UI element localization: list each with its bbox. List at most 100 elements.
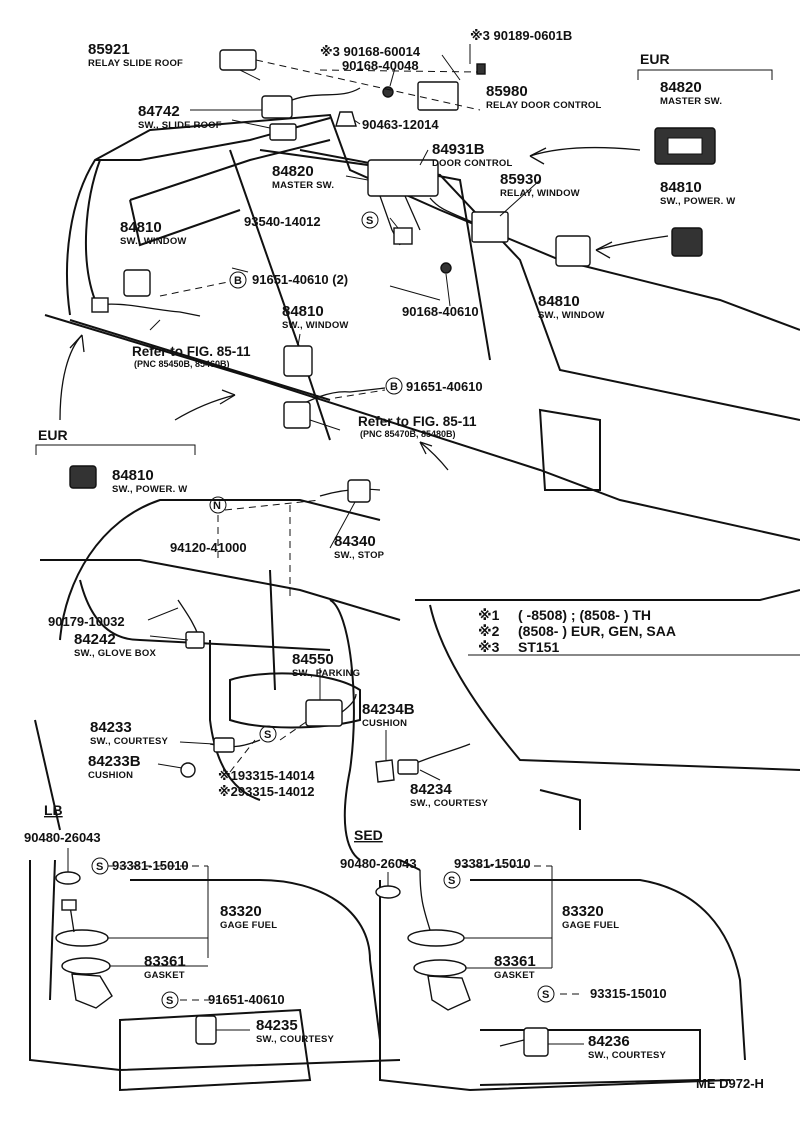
cushion-84234b-part [375, 759, 395, 783]
label-sed-84236: 84236 SW., COURTESY [588, 1033, 666, 1061]
window-harness-mid-part [283, 401, 311, 429]
arrows [59, 146, 669, 471]
svg-text:SW., COURTESY: SW., COURTESY [410, 798, 489, 809]
svg-text:SW., PARKING: SW., PARKING [292, 668, 360, 679]
lb-connector-part [61, 899, 77, 911]
label-84810-window-b: 84810 SW., WINDOW [538, 293, 604, 321]
svg-text:84242: 84242 [74, 631, 116, 648]
label-91651-a: 91651-40610 (2) [252, 272, 348, 287]
courtesy-switch-84234-part [397, 759, 419, 775]
lb-grommet-part [55, 871, 81, 885]
svg-text:B: B [390, 381, 398, 393]
svg-text:CUSHION: CUSHION [362, 718, 407, 729]
label-lb-91651: 91651-40610 [208, 992, 285, 1007]
svg-text:※3: ※3 [478, 639, 500, 655]
svg-text:RELAY SLIDE ROOF: RELAY SLIDE ROOF [88, 58, 183, 69]
lb-fuel-sender-float-part [71, 973, 113, 1009]
svg-text:85930: 85930 [500, 171, 542, 188]
label-90189: ※3 90189-0601B [470, 28, 572, 43]
svg-text:SW., COURTESY: SW., COURTESY [256, 1034, 335, 1045]
n-symbol: N [209, 496, 227, 514]
label-85921: 85921 RELAY SLIDE ROOF [88, 41, 183, 69]
stop-switch-part [347, 479, 371, 503]
sed-gasket-part [413, 959, 467, 977]
label-84931b: 84931B DOOR CONTROL [432, 141, 512, 169]
svg-text:84742: 84742 [138, 103, 180, 120]
svg-text:GASKET: GASKET [494, 970, 535, 981]
label-84810-power-top: 84810 SW., POWER. W [660, 179, 735, 207]
sed-courtesy-switch-84236-part [523, 1027, 549, 1057]
svg-text:※1: ※1 [478, 607, 500, 623]
svg-text:Refer to FIG. 85-11: Refer to FIG. 85-11 [132, 344, 251, 359]
lb-courtesy-switch-84235-part [195, 1015, 217, 1045]
svg-text:S: S [448, 875, 455, 887]
svg-text:83361: 83361 [494, 953, 536, 970]
svg-text:SW., WINDOW: SW., WINDOW [120, 236, 187, 247]
part-shapes [55, 49, 716, 1057]
s-symbol-lb-1: S [91, 857, 109, 875]
svg-text:84550: 84550 [292, 651, 334, 668]
svg-text:ST151: ST151 [518, 639, 559, 655]
label-lb-90480: 90480-26043 [24, 830, 101, 845]
svg-text:SW., COURTESY: SW., COURTESY [90, 736, 169, 747]
svg-text:(8508- ) EUR, GEN, SAA: (8508- ) EUR, GEN, SAA [518, 623, 676, 639]
screw-90168-40610-part [440, 262, 452, 274]
svg-text:S: S [264, 729, 271, 741]
label-sed-93381: 93381-15010 [454, 856, 531, 871]
svg-text:MASTER SW.: MASTER SW. [272, 180, 334, 191]
label-84810-window-a: 84810 SW., WINDOW [120, 219, 187, 247]
note-2: ※2 (8508- ) EUR, GEN, SAA [478, 623, 676, 639]
label-refer-fig-1: Refer to FIG. 85-11 (PNC 85450B, 85460B) [132, 344, 251, 369]
label-90168-40048: 90168-40048 [342, 58, 419, 73]
parking-switch-part [305, 699, 343, 727]
label-84810-window-c: 84810 SW., WINDOW [282, 303, 349, 331]
svg-text:SW., WINDOW: SW., WINDOW [282, 320, 349, 331]
svg-text:S: S [366, 215, 373, 227]
svg-text:83320: 83320 [562, 903, 604, 920]
svg-text:B: B [234, 275, 242, 287]
symbol-circles: B B S N S S S S [91, 211, 555, 1009]
label-84234: 84234 SW., COURTESY [410, 781, 489, 809]
bolt-90189-part [476, 63, 486, 75]
lb-gasket-part [61, 957, 111, 975]
svg-text:Refer to FIG. 85-11: Refer to FIG. 85-11 [358, 414, 477, 429]
svg-text:84820: 84820 [272, 163, 314, 180]
cushion-84233b-part [180, 762, 196, 778]
diagram-code: ME D972-H [696, 1076, 764, 1091]
svg-text:84820: 84820 [660, 79, 702, 96]
relay-window-part [471, 211, 509, 243]
relay-slide-roof-part [219, 49, 257, 71]
svg-text:84931B: 84931B [432, 141, 485, 158]
svg-text:RELAY DOOR CONTROL: RELAY DOOR CONTROL [486, 100, 602, 111]
label-84550: 84550 SW., PARKING [292, 651, 360, 679]
note-3: ※3 ST151 [478, 639, 559, 655]
svg-text:S: S [96, 861, 103, 873]
s-symbol-2: S [259, 725, 277, 743]
section-labels: EUR EUR LB SED [38, 51, 670, 843]
relay-door-control-part [417, 81, 459, 111]
label-sed-83361: 83361 GASKET [494, 953, 536, 981]
label-lb-93381: 93381-15010 [112, 858, 189, 873]
lower-interior-outline [34, 499, 800, 861]
screw-90168-part [382, 86, 394, 98]
s-symbol-sed-1: S [443, 871, 461, 889]
svg-text:SW., GLOVE BOX: SW., GLOVE BOX [74, 648, 156, 659]
applicability-notes: ※1 ( -8508) ; (8508- ) TH ※2 (8508- ) EU… [478, 607, 676, 655]
svg-text:84234: 84234 [410, 781, 452, 798]
svg-text:N: N [213, 500, 221, 512]
b-symbol-1: B [229, 271, 247, 289]
svg-text:85980: 85980 [486, 83, 528, 100]
svg-text:84235: 84235 [256, 1017, 298, 1034]
label-84340: 84340 SW., STOP [334, 533, 384, 561]
label-84233b: 84233B CUSHION [88, 753, 141, 781]
svg-text:84810: 84810 [282, 303, 324, 320]
master-switch-part [367, 159, 439, 197]
label-93315-14014: ※193315-14014 [218, 768, 315, 783]
svg-text:GASKET: GASKET [144, 970, 185, 981]
courtesy-switch-84233-part [213, 737, 235, 753]
svg-text:84233B: 84233B [88, 753, 141, 770]
svg-text:84810: 84810 [538, 293, 580, 310]
label-84820: 84820 MASTER SW. [272, 163, 334, 191]
lb-label: LB [44, 802, 63, 818]
